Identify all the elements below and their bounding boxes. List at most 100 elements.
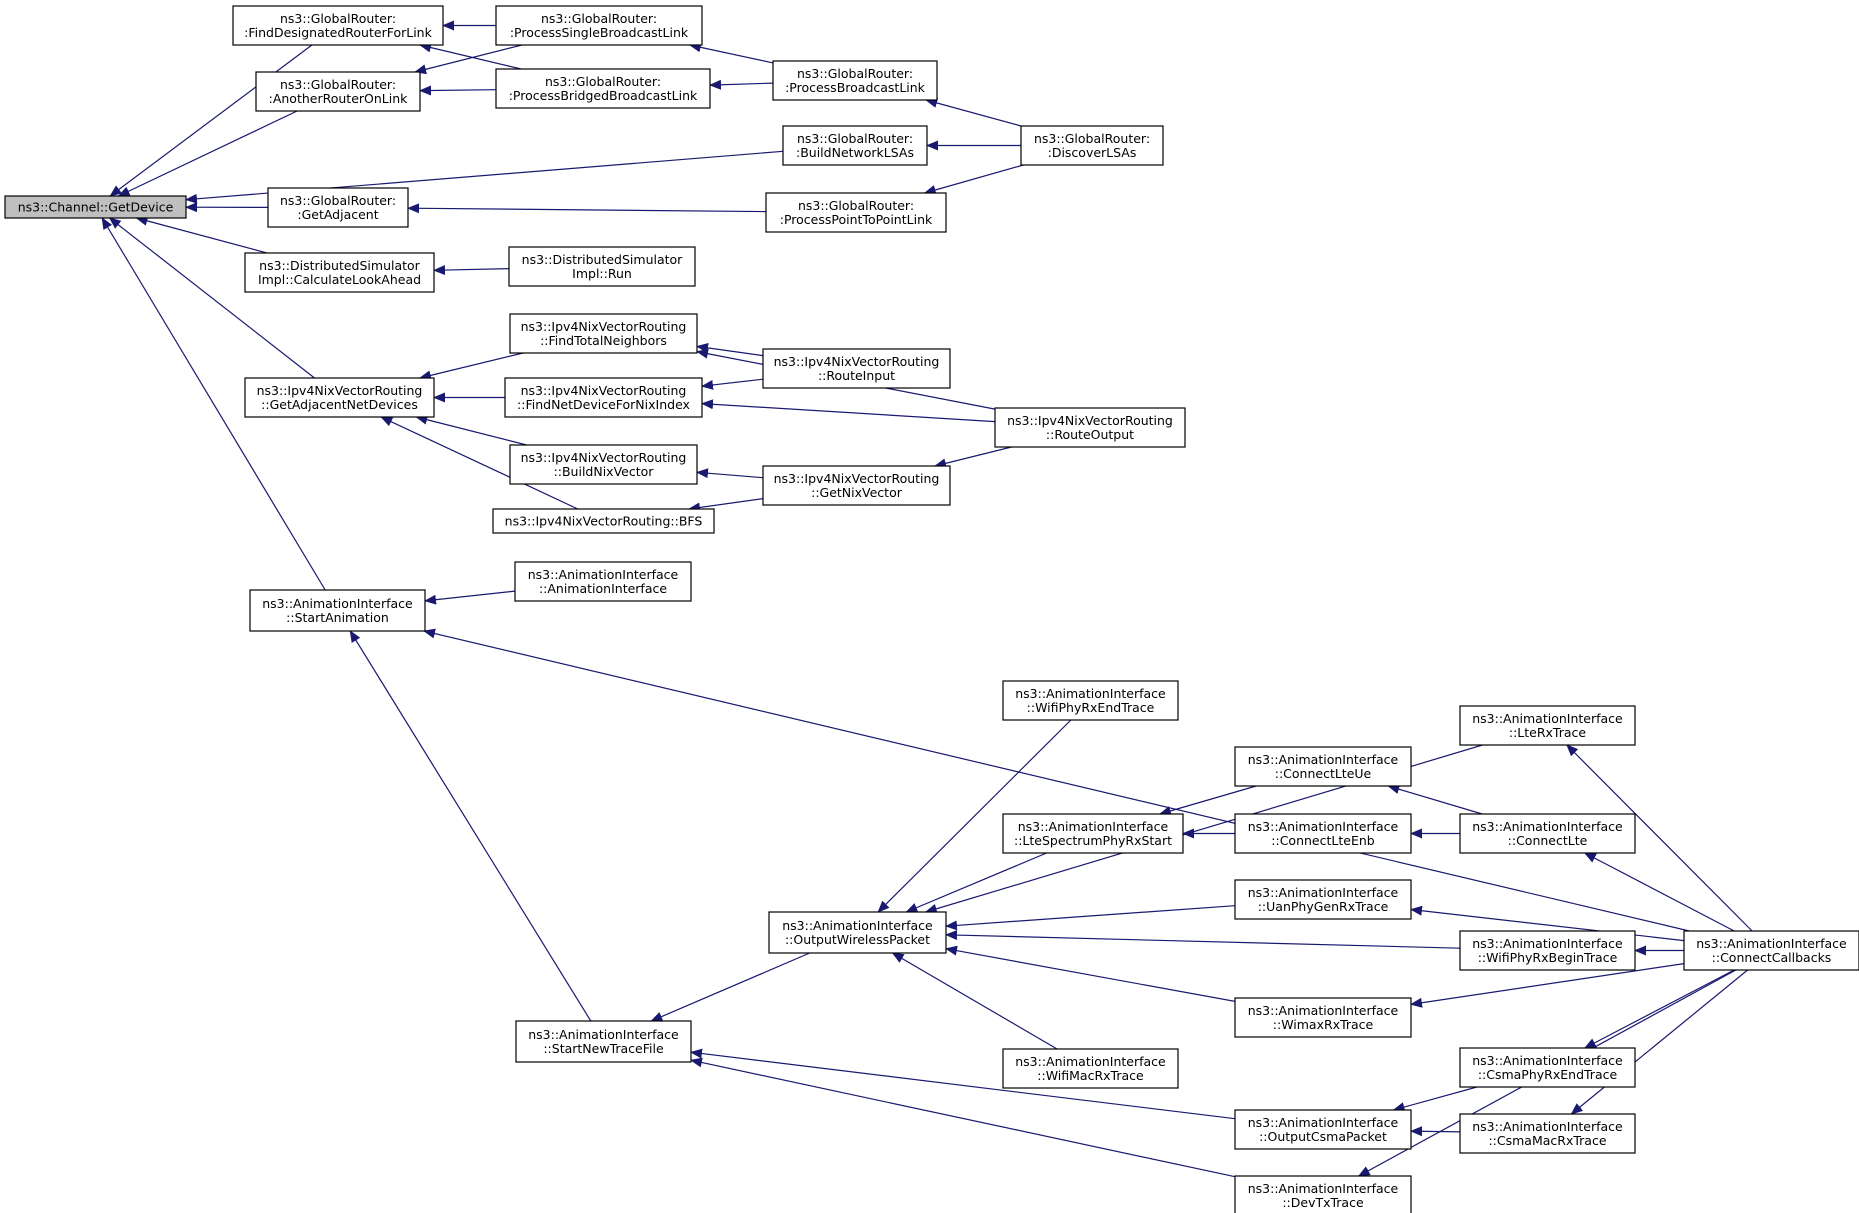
node-label-discoverLSAs-line-1: :DiscoverLSAs: [1048, 145, 1137, 160]
node-routeOutput[interactable]: ns3::Ipv4NixVectorRouting::RouteOutput: [994, 407, 1186, 448]
node-startAnimation[interactable]: ns3::AnimationInterface::StartAnimation: [249, 589, 426, 632]
node-box-connectLte[interactable]: [1459, 813, 1636, 854]
node-label-lteSpectrumPhyRxStart-line-1: ::LteSpectrumPhyRxStart: [1014, 833, 1172, 848]
node-box-wifiMacRxTrace[interactable]: [1002, 1048, 1179, 1089]
node-box-wimaxRxTrace[interactable]: [1234, 997, 1412, 1038]
node-label-startAnimation-line-0: ns3::AnimationInterface: [262, 596, 413, 611]
node-box-csmaPhyRxEndTrace[interactable]: [1459, 1047, 1636, 1088]
node-wifiPhyRxBeginTrace[interactable]: ns3::AnimationInterface::WifiPhyRxBeginT…: [1459, 930, 1636, 971]
node-box-bfs[interactable]: [492, 508, 715, 534]
node-box-routeInput[interactable]: [762, 348, 951, 389]
node-wifiPhyRxEndTrace[interactable]: ns3::AnimationInterface::WifiPhyRxEndTra…: [1002, 680, 1179, 721]
node-bfs[interactable]: ns3::Ipv4NixVectorRouting::BFS: [492, 508, 715, 534]
node-box-buildNixVector[interactable]: [509, 444, 698, 485]
node-findDesignated[interactable]: ns3::GlobalRouter::FindDesignatedRouterF…: [232, 5, 444, 46]
edge-connectCallbacks-to-csmaMacRxTrace: [1570, 969, 1748, 1115]
edge-anotherRouter-to-root: [117, 110, 298, 197]
node-connectLteEnb[interactable]: ns3::AnimationInterface::ConnectLteEnb: [1234, 813, 1412, 854]
node-box-processBridged[interactable]: [495, 68, 711, 109]
node-label-connectLte-line-1: ::ConnectLte: [1508, 833, 1588, 848]
node-findTotalNeighbors[interactable]: ns3::Ipv4NixVectorRouting::FindTotalNeig…: [509, 313, 698, 354]
node-label-outputWirelessPacket-line-1: ::OutputWirelessPacket: [785, 932, 930, 947]
node-processBroadcast[interactable]: ns3::GlobalRouter::ProcessBroadcastLink: [772, 60, 938, 101]
node-connectLteUe[interactable]: ns3::AnimationInterface::ConnectLteUe: [1234, 746, 1412, 787]
node-discoverLSAs[interactable]: ns3::GlobalRouter::DiscoverLSAs: [1020, 125, 1164, 166]
node-box-startNewTraceFile[interactable]: [515, 1020, 692, 1063]
node-anotherRouter[interactable]: ns3::GlobalRouter::AnotherRouterOnLink: [255, 71, 421, 112]
node-box-wifiPhyRxBeginTrace[interactable]: [1459, 930, 1636, 971]
node-label-animationInterface-line-0: ns3::AnimationInterface: [528, 567, 679, 582]
node-box-routeOutput[interactable]: [994, 407, 1186, 448]
node-getAdjacent[interactable]: ns3::GlobalRouter::GetAdjacent: [267, 187, 409, 228]
node-box-buildNetworkLSAs[interactable]: [782, 125, 928, 166]
edge-getNixVector-to-buildNixVector: [696, 468, 764, 479]
node-box-anotherRouter[interactable]: [255, 71, 421, 112]
node-box-discoverLSAs[interactable]: [1020, 125, 1164, 166]
node-box-processBroadcast[interactable]: [772, 60, 938, 101]
node-wimaxRxTrace[interactable]: ns3::AnimationInterface::WimaxRxTrace: [1234, 997, 1412, 1038]
node-animationInterface[interactable]: ns3::AnimationInterface::AnimationInterf…: [514, 561, 692, 602]
node-box-csmaMacRxTrace[interactable]: [1459, 1113, 1636, 1154]
edge-devTxTrace-to-startNewTraceFile: [690, 1057, 1236, 1178]
node-label-connectCallbacks-line-1: ::ConnectCallbacks: [1712, 950, 1832, 965]
node-processBridged[interactable]: ns3::GlobalRouter::ProcessBridgedBroadca…: [495, 68, 711, 109]
node-box-wifiPhyRxEndTrace[interactable]: [1002, 680, 1179, 721]
node-connectCallbacks[interactable]: ns3::AnimationInterface::ConnectCallback…: [1683, 930, 1859, 971]
node-box-outputWirelessPacket[interactable]: [768, 911, 947, 954]
node-box-animationInterface[interactable]: [514, 561, 692, 602]
node-lteRxTrace[interactable]: ns3::AnimationInterface::LteRxTrace: [1459, 705, 1636, 746]
node-box-connectLteUe[interactable]: [1234, 746, 1412, 787]
node-label-wifiPhyRxEndTrace-line-0: ns3::AnimationInterface: [1015, 686, 1166, 701]
node-box-getNixVector[interactable]: [762, 465, 951, 506]
node-csmaMacRxTrace[interactable]: ns3::AnimationInterface::CsmaMacRxTrace: [1459, 1113, 1636, 1154]
node-box-findNetDeviceForNixIndex[interactable]: [504, 377, 703, 418]
node-wifiMacRxTrace[interactable]: ns3::AnimationInterface::WifiMacRxTrace: [1002, 1048, 1179, 1089]
node-findNetDeviceForNixIndex[interactable]: ns3::Ipv4NixVectorRouting::FindNetDevice…: [504, 377, 703, 418]
node-box-uanPhyGenRxTrace[interactable]: [1234, 879, 1412, 920]
node-box-startAnimation[interactable]: [249, 589, 426, 632]
node-box-lteSpectrumPhyRxStart[interactable]: [1002, 813, 1184, 854]
node-label-connectLteEnb-line-0: ns3::AnimationInterface: [1248, 819, 1399, 834]
node-getNixVector[interactable]: ns3::Ipv4NixVectorRouting::GetNixVector: [762, 465, 951, 506]
node-routeInput[interactable]: ns3::Ipv4NixVectorRouting::RouteInput: [762, 348, 951, 389]
node-processP2P[interactable]: ns3::GlobalRouter::ProcessPointToPointLi…: [765, 192, 947, 233]
node-calcLookAhead[interactable]: ns3::DistributedSimulatorImpl::Calculate…: [244, 252, 435, 293]
node-startNewTraceFile[interactable]: ns3::AnimationInterface::StartNewTraceFi…: [515, 1020, 692, 1063]
edge-routeOutput-to-findNetDeviceForNixIndex: [701, 399, 996, 423]
node-csmaPhyRxEndTrace[interactable]: ns3::AnimationInterface::CsmaPhyRxEndTra…: [1459, 1047, 1636, 1088]
node-getAdjacentNetDevices[interactable]: ns3::Ipv4NixVectorRouting::GetAdjacentNe…: [244, 377, 435, 418]
node-box-outputCsmaPacket[interactable]: [1234, 1109, 1412, 1150]
node-label-buildNixVector-line-1: ::BuildNixVector: [554, 464, 655, 479]
node-box-calcLookAhead[interactable]: [244, 252, 435, 293]
node-outputWirelessPacket[interactable]: ns3::AnimationInterface::OutputWirelessP…: [768, 911, 947, 954]
node-box-lteRxTrace[interactable]: [1459, 705, 1636, 746]
node-box-getAdjacentNetDevices[interactable]: [244, 377, 435, 418]
node-box-dsRun[interactable]: [508, 246, 696, 287]
node-lteSpectrumPhyRxStart[interactable]: ns3::AnimationInterface::LteSpectrumPhyR…: [1002, 813, 1184, 854]
node-buildNixVector[interactable]: ns3::Ipv4NixVectorRouting::BuildNixVecto…: [509, 444, 698, 485]
nodes-layer: ns3::Channel::GetDevice ns3::GlobalRouter…: [4, 5, 1859, 1213]
node-box-connectCallbacks[interactable]: [1683, 930, 1859, 971]
node-connectLte[interactable]: ns3::AnimationInterface::ConnectLte: [1459, 813, 1636, 854]
node-processSingle[interactable]: ns3::GlobalRouter::ProcessSingleBroadcas…: [495, 5, 703, 46]
node-box-getAdjacent[interactable]: [267, 187, 409, 228]
node-buildNetworkLSAs[interactable]: ns3::GlobalRouter::BuildNetworkLSAs: [782, 125, 928, 166]
node-label-getNixVector-line-0: ns3::Ipv4NixVectorRouting: [774, 471, 940, 486]
node-label-outputCsmaPacket-line-0: ns3::AnimationInterface: [1248, 1115, 1399, 1130]
node-box-processSingle[interactable]: [495, 5, 703, 46]
node-label-lteRxTrace-line-0: ns3::AnimationInterface: [1472, 711, 1623, 726]
node-outputCsmaPacket[interactable]: ns3::AnimationInterface::OutputCsmaPacke…: [1234, 1109, 1412, 1150]
node-root[interactable]: ns3::Channel::GetDevice: [4, 195, 187, 219]
node-box-connectLteEnb[interactable]: [1234, 813, 1412, 854]
node-uanPhyGenRxTrace[interactable]: ns3::AnimationInterface::UanPhyGenRxTrac…: [1234, 879, 1412, 920]
node-devTxTrace[interactable]: ns3::AnimationInterface::DevTxTrace: [1234, 1175, 1412, 1213]
node-box-findDesignated[interactable]: [232, 5, 444, 46]
node-label-calcLookAhead-line-0: ns3::DistributedSimulator: [259, 258, 421, 273]
node-box-devTxTrace[interactable]: [1234, 1175, 1412, 1213]
node-label-csmaMacRxTrace-line-0: ns3::AnimationInterface: [1472, 1119, 1623, 1134]
edge-connectCallbacks-to-csmaPhyRxEndTrace: [1583, 969, 1735, 1049]
node-box-findTotalNeighbors[interactable]: [509, 313, 698, 354]
node-box-root[interactable]: [4, 195, 187, 219]
node-box-processP2P[interactable]: [765, 192, 947, 233]
